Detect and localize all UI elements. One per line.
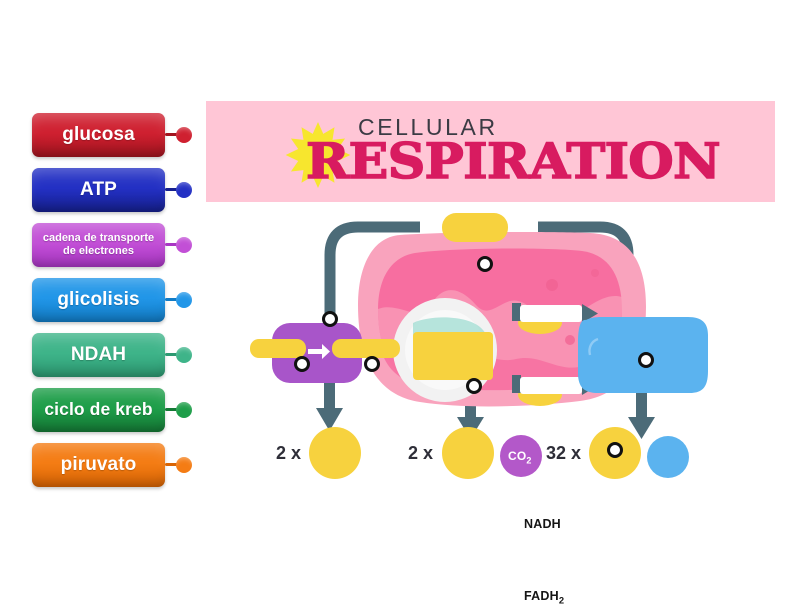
- title-text: CELLULAR RESPIRATION: [305, 114, 776, 194]
- connector-knob[interactable]: [176, 236, 192, 253]
- title-line-respiration: RESPIRATION: [305, 131, 721, 191]
- label-row: glicolisis: [32, 278, 202, 322]
- label-tile-piruvato[interactable]: piruvato: [32, 443, 165, 487]
- drop-target-etc-blue[interactable]: [638, 352, 654, 368]
- product-count-2x-first: 2 x: [276, 443, 302, 463]
- connector-stem: [165, 408, 181, 412]
- label-connector-cadena: [165, 236, 192, 253]
- product-count-2x-second: 2 x: [408, 443, 434, 463]
- drop-target-glycolysis-out[interactable]: [364, 356, 380, 372]
- label-tile-text: ciclo de kreb: [44, 399, 153, 420]
- label-connector-ciclo-de-kreb: [165, 401, 192, 418]
- nadh-text: NADH: [524, 517, 561, 531]
- drop-target-left-arrow-end[interactable]: [322, 311, 338, 327]
- connector-stem: [165, 188, 181, 192]
- sun-icon: [285, 122, 351, 188]
- label-row: ciclo de kreb: [32, 388, 202, 432]
- connector-knob[interactable]: [176, 401, 192, 418]
- connector-stem: [165, 298, 181, 302]
- fadh2-tag-label: FADH2: [524, 589, 564, 606]
- diagram-graphic: [250, 213, 708, 479]
- connector-knob[interactable]: [176, 291, 192, 308]
- connector-stem: [165, 353, 181, 357]
- connector-knob[interactable]: [176, 126, 192, 143]
- title-banner: CELLULAR RESPIRATION: [206, 101, 775, 202]
- label-tile-text: glicolisis: [57, 289, 140, 311]
- drop-target-krebs-cycle[interactable]: [466, 378, 482, 394]
- title-line-cellular: CELLULAR: [358, 114, 498, 140]
- co2-molecule-label: CO2: [508, 449, 532, 465]
- co2-text: CO: [508, 449, 527, 463]
- top-yellow-pill: [442, 213, 508, 242]
- connector-knob[interactable]: [176, 346, 192, 363]
- label-connector-glicolisis: [165, 291, 192, 308]
- connector-knob[interactable]: [176, 181, 192, 198]
- product-atp-circle-1: [309, 427, 361, 479]
- label-tile-atp[interactable]: ATP: [32, 168, 165, 212]
- label-tile-glicolisis[interactable]: glicolisis: [32, 278, 165, 322]
- label-tile-ciclo-de-kreb[interactable]: ciclo de kreb: [32, 388, 165, 432]
- nadh-tag-shape: [512, 303, 598, 334]
- co2-subscript: 2: [526, 455, 532, 466]
- connector-stem: [165, 133, 181, 137]
- label-tile-glucosa[interactable]: glucosa: [32, 113, 165, 157]
- krebs-cycle-region: [393, 298, 497, 402]
- drop-target-top-pill[interactable]: [477, 256, 493, 272]
- fadh2-text: FADH: [524, 589, 559, 603]
- fadh2-subscript: 2: [558, 595, 565, 606]
- drop-target-glycolysis-in[interactable]: [294, 356, 310, 372]
- connector-knob[interactable]: [176, 456, 192, 473]
- label-tile-ndah[interactable]: NDAH: [32, 333, 165, 377]
- label-row: NDAH: [32, 333, 202, 377]
- product-co2-circle: [500, 435, 542, 477]
- draggable-label-list: glucosa ATP cadena de transporte de elec…: [32, 113, 202, 498]
- label-row: cadena de transporte de electrones: [32, 223, 202, 267]
- nadh-tag-label: NADH: [524, 517, 561, 531]
- product-atp-circle-2: [442, 427, 494, 479]
- label-tile-text: piruvato: [60, 454, 137, 476]
- product-water-circle: [647, 436, 689, 478]
- fadh2-tag-shape: [512, 375, 598, 406]
- label-connector-ndah: [165, 346, 192, 363]
- label-tile-cadena-de-transporte-de-electrones[interactable]: cadena de transporte de electrones: [32, 223, 165, 267]
- connector-stem: [165, 243, 181, 247]
- connector-stem: [165, 463, 181, 467]
- label-tile-text: cadena de transporte de electrones: [42, 232, 155, 257]
- drop-target-atp-32x[interactable]: [607, 442, 623, 458]
- product-count-32x: 32 x: [546, 443, 582, 463]
- label-tile-text: NDAH: [70, 344, 127, 366]
- label-connector-atp: [165, 181, 192, 198]
- label-row: glucosa: [32, 113, 202, 157]
- cellular-respiration-diagram: NADH FADH2 2 x 2 x 32 x CO2: [250, 205, 730, 606]
- label-tile-text: ATP: [80, 179, 117, 201]
- label-connector-glucosa: [165, 126, 192, 143]
- label-tile-text: glucosa: [62, 124, 135, 146]
- label-row: ATP: [32, 168, 202, 212]
- label-connector-piruvato: [165, 456, 192, 473]
- label-row: piruvato: [32, 443, 202, 487]
